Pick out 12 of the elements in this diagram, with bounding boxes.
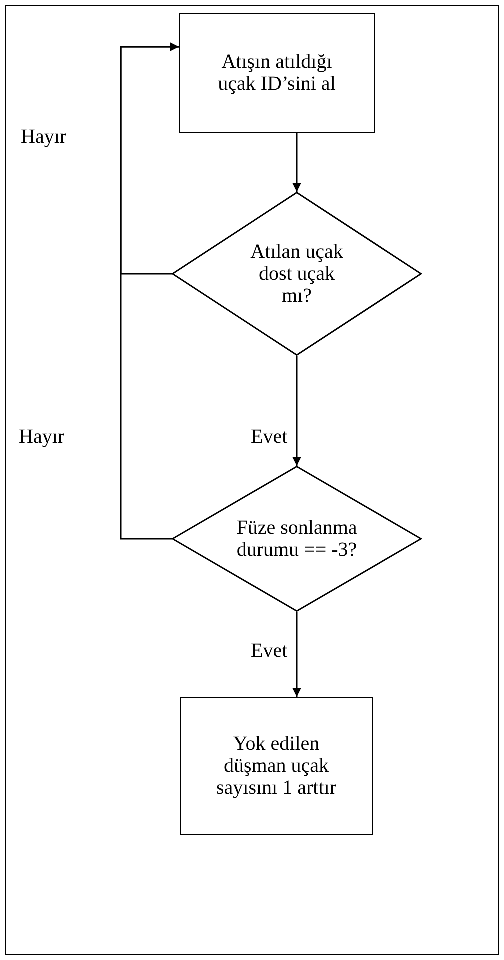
arrow: [120, 42, 179, 540]
arrow: [292, 612, 302, 697]
node-text: Atılan uçak dost uçak mı?: [250, 241, 344, 307]
node-text: Füze sonlanma durumu == -3?: [236, 517, 358, 561]
process-box: [179, 13, 375, 133]
arrow: [292, 133, 302, 192]
node-text: Atışın atıldığı uçak ID’sini al: [217, 51, 337, 95]
decision-diamond: [172, 466, 422, 612]
process-box: [180, 697, 373, 835]
node-text: Yok edilen düşman uçak sayısını 1 arttır: [216, 733, 338, 799]
arrow: [292, 356, 302, 466]
decision-diamond: [172, 192, 422, 356]
